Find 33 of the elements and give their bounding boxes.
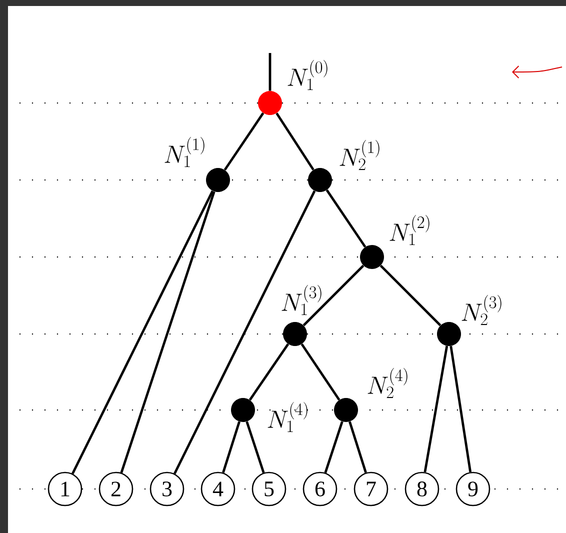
tree-node-dot [283,322,307,346]
tree-edge [380,264,442,326]
node-label: $N_1^{(3)}$ [282,285,322,315]
node-label: $N_1^{(2)}$ [390,215,430,245]
node-label: $N_2^{(3)}$ [462,295,502,325]
tree-edge [424,346,448,472]
tree-edge [276,112,314,170]
node-label: $N_2^{(1)}$ [340,140,380,170]
tree-node-dot [308,168,332,192]
tree-edge [120,191,216,474]
tree-edge [324,421,344,474]
tree-edge [174,190,316,474]
node-label: $N_1^{(0)}$ [288,60,328,90]
tree-edge [348,421,367,473]
tree-edge [268,53,272,91]
tree-edge [326,189,366,248]
node-label: $N_1^{(1)}$ [164,137,204,167]
tree-edge [224,112,264,171]
node-label: $N_2^{(4)}$ [368,368,408,398]
node-label: $N_1^{(4)}$ [268,402,308,432]
tree-edge [300,343,340,401]
tree-node-dot [437,322,461,346]
tree-node-dot [206,168,230,192]
tree-edge [246,421,265,474]
tree-node-dot [360,245,384,269]
tree-edge [302,264,364,326]
root-dot [258,91,282,115]
tree-node-dot [231,398,255,422]
tree-node-dot [334,398,358,422]
tree-edge [222,421,240,473]
tree-edge [450,346,472,472]
tree-edge [72,190,214,474]
tree-edge [248,343,290,401]
